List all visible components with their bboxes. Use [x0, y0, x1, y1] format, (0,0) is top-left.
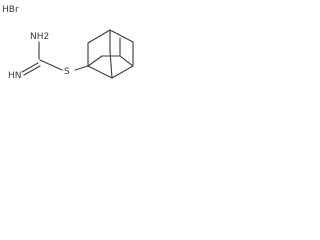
adamantane-bond — [119, 55, 134, 67]
sulfur-atom-label: S — [64, 67, 70, 77]
adamantane-bond — [109, 50, 113, 79]
adamantane-bond — [87, 55, 103, 67]
adamantane-bond — [87, 65, 113, 79]
imine-group-label: HN — [8, 71, 22, 81]
c-s-bond — [39, 59, 63, 71]
adamantane-cage — [87, 29, 134, 79]
c-n-double-bond-outer — [21, 62, 39, 73]
chemical-structure-diagram: HBr NH2 HN S — [2, 5, 134, 81]
c-n-double-bond-inner — [23, 65, 41, 76]
adamantane-bond — [109, 29, 134, 43]
hbr-salt-label: HBr — [2, 5, 19, 15]
amine-group-label: NH2 — [30, 32, 49, 42]
adamantane-bond — [87, 29, 111, 44]
s-adamantyl-bond — [74, 65, 89, 71]
isothiourea-bonds — [21, 41, 89, 76]
adamantane-bond — [111, 65, 134, 79]
